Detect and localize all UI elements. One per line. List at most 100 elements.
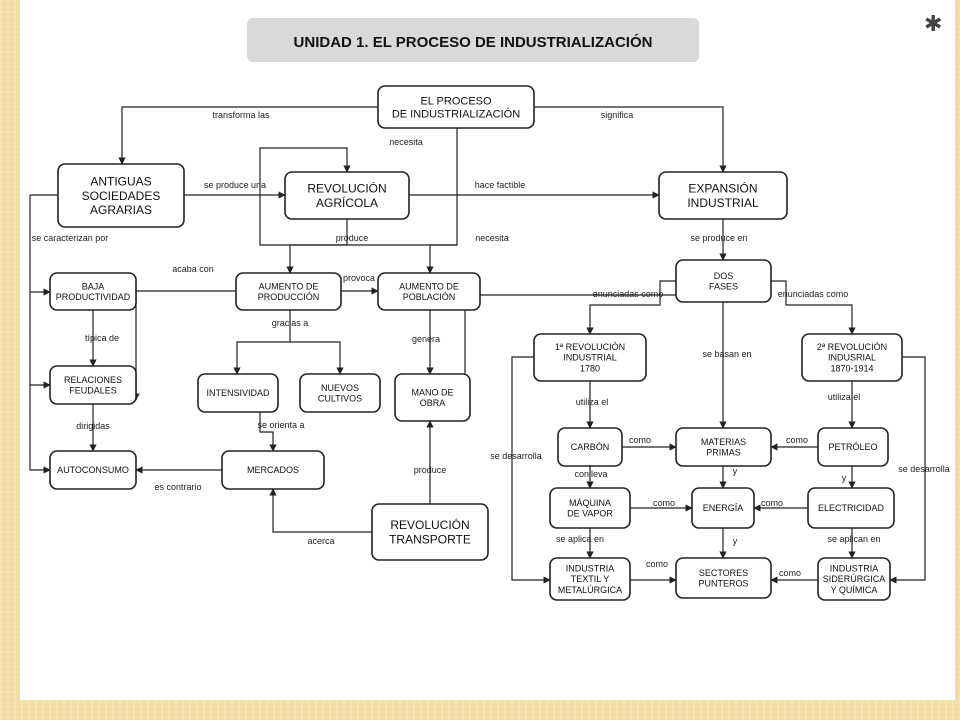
connector (426, 244, 457, 274)
node-label: DE INDUSTRIALIZACIÓN (392, 108, 520, 121)
node-label: RELACIONES (64, 375, 122, 385)
node-label: AUMENTO DE (259, 281, 319, 291)
node-label: PRODUCTIVIDAD (56, 292, 131, 302)
connector (290, 341, 344, 375)
link-label-acerca: acerca (307, 536, 334, 546)
connector (259, 412, 277, 452)
connector (889, 356, 926, 584)
node-box (801, 333, 903, 382)
link-label-hace-factible: hace factible (475, 180, 526, 190)
link-label-se-desarrolla: se desarrolla (490, 451, 542, 461)
node-label: POBLACIÓN (403, 292, 456, 302)
node-box (197, 373, 279, 413)
node-label: MERCADOS (247, 465, 299, 475)
title-box (247, 18, 699, 62)
node-label: ELECTRICIDAD (818, 503, 885, 513)
node-label: 1870-1914 (830, 364, 873, 374)
link-label-dirigidas: dirigidas (76, 421, 110, 431)
link-label-como-6: como (779, 568, 801, 578)
node-label: INDUSRIAL (828, 353, 876, 363)
node-label: REVOLUCIÓN (390, 517, 469, 532)
node-box (284, 171, 410, 220)
link-label-produce: produce (336, 233, 369, 243)
link-label-como-5: como (646, 559, 668, 569)
node-box (49, 272, 137, 311)
node-label: 2ª REVOLUCIÓN (817, 342, 887, 352)
node-box (549, 557, 631, 601)
node-label: EXPANSIÓN (688, 181, 757, 196)
node-box (675, 427, 772, 467)
node-box (49, 365, 137, 405)
link-label-como-1: como (629, 435, 651, 445)
link-label-significa: significa (601, 110, 634, 120)
concept-map: UNIDAD 1. EL PROCESO DE INDUSTRIALIZACIÓ… (29, 18, 950, 601)
node-box (675, 259, 772, 303)
link-label-produce-2: produce (414, 465, 447, 475)
node-label: AGRÍCOLA (316, 195, 378, 210)
node-label: EL PROCESO (420, 95, 492, 107)
link-label-genera: genera (412, 334, 440, 344)
node-label: PUNTEROS (698, 579, 748, 589)
node-label: 1780 (580, 364, 600, 374)
node-mercados: MERCADOS (221, 450, 325, 490)
link-label-como-3: como (653, 498, 675, 508)
node-label: ENERGÍA (703, 503, 744, 513)
node-label: MATERIAS (701, 437, 746, 447)
link-label-enunciadas-como-2: enunciadas como (778, 289, 849, 299)
node-label: AUTOCONSUMO (57, 465, 129, 475)
node-label: NUEVOS (321, 383, 359, 393)
link-label-y-3: y (733, 536, 738, 546)
node-box (807, 487, 895, 529)
node-box (394, 373, 471, 422)
slide: UNIDAD 1. EL PROCESO DE INDUSTRIALIZACIÓ… (20, 0, 955, 700)
link-label-necesita-2: necesita (475, 233, 509, 243)
node-label: AGRARIAS (90, 203, 152, 217)
connector (586, 280, 676, 335)
node-label: SECTORES (699, 568, 748, 578)
node-intensividad: INTENSIVIDAD (197, 373, 279, 413)
node-label: PRODUCCIÓN (258, 292, 320, 302)
node-box (221, 450, 325, 490)
node-label: REVOLUCIÓN (307, 181, 386, 196)
connector (771, 280, 856, 335)
node-label: PETRÓLEO (828, 442, 877, 452)
link-label-provoca: provoca (343, 273, 375, 283)
link-label-y-1: y (733, 466, 738, 476)
link-label-gracias-a: gracias a (272, 318, 309, 328)
node-label: PRIMAS (706, 448, 741, 458)
node-label: MANO DE (411, 387, 453, 397)
node-label: CARBÓN (571, 442, 610, 452)
node-box (235, 272, 342, 311)
node-electricidad: ELECTRICIDAD (807, 487, 895, 529)
node-label: TEXTIL Y (571, 574, 610, 584)
node-energia: ENERGÍA (691, 487, 755, 529)
connector (29, 195, 51, 474)
connector (233, 310, 291, 375)
node-box (691, 487, 755, 529)
node-box (817, 557, 891, 601)
node-label: FEUDALES (69, 386, 117, 396)
node-box (675, 557, 772, 599)
node-box (533, 333, 647, 382)
connector (286, 219, 348, 274)
node-label: SIDERÚRGICA (823, 574, 886, 584)
link-label-se-desarrolla-2: se desarrolla (898, 464, 950, 474)
node-label: AUMENTO DE (399, 281, 459, 291)
connector (269, 488, 372, 533)
link-label-y-2: y (842, 473, 847, 483)
link-label-conlleva: conlleva (574, 469, 607, 479)
node-label: Y QUÍMICA (831, 585, 878, 595)
node-label: BAJA (82, 281, 105, 291)
